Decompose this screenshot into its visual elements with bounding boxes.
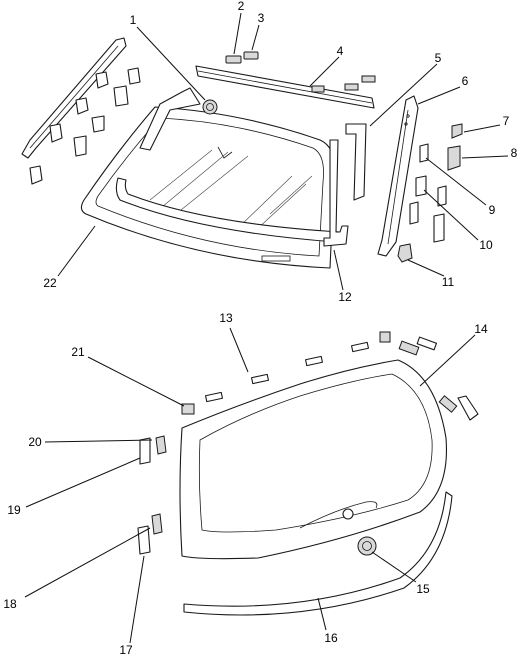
callout-labels: 1 2 3 4 5 6 7 8 9 10 11 12 13 14 15 16 1…: [3, 0, 517, 657]
callout-3: 3: [258, 11, 265, 25]
left-clip-5: [91, 115, 105, 133]
left-clip-1: [95, 71, 109, 89]
callout-18: 18: [3, 597, 17, 611]
callout-17: 17: [119, 643, 133, 657]
spacer-13-b: [251, 373, 269, 385]
spacer-13-h: [438, 395, 458, 413]
clip-9: [419, 143, 429, 163]
left-clip-8: [29, 165, 43, 185]
spacer-13-c: [305, 355, 323, 367]
roof-clip-a: [344, 83, 359, 91]
rear-window-assembly: [137, 331, 479, 616]
a-pillar-garnish-left: [21, 37, 127, 159]
spacer-13-d: [351, 341, 369, 353]
callout-7: 7: [503, 114, 510, 128]
windshield-side-moulding: [323, 139, 349, 247]
left-clip-6: [49, 123, 63, 143]
callout-16: 16: [324, 631, 338, 645]
clip-10c: [433, 213, 445, 243]
windshield-assembly: [21, 37, 463, 269]
callout-14: 14: [474, 322, 488, 336]
clip-18: [151, 513, 163, 535]
spacer-13-e: [379, 331, 391, 343]
left-upper-trim: [139, 87, 201, 151]
leader-lines: [24, 12, 509, 644]
clip-2: [225, 55, 242, 64]
left-clip-3: [75, 97, 89, 115]
wiper-grommet: [357, 536, 377, 556]
pad-21: [181, 403, 195, 415]
left-clip-7: [73, 135, 87, 157]
mirror-base: [202, 99, 218, 115]
callout-4: 4: [337, 44, 344, 58]
callout-20: 20: [28, 435, 42, 449]
rear-lower-moulding: [183, 491, 453, 616]
clip-17: [137, 525, 151, 555]
left-clip-4: [113, 85, 129, 107]
callout-12: 12: [338, 290, 352, 304]
rear-glass: [179, 359, 448, 560]
pillar-moulding-right: [345, 123, 367, 201]
clip-19: [139, 437, 151, 465]
clip-20: [155, 435, 167, 455]
spacer-13-a: [205, 391, 223, 403]
clip-7: [451, 123, 463, 139]
roof-clip-b: [361, 75, 376, 83]
callout-13: 13: [219, 311, 233, 325]
callout-9: 9: [489, 203, 496, 217]
clip-10d: [437, 185, 447, 207]
clip-3: [243, 51, 259, 60]
callout-2: 2: [238, 0, 245, 13]
clip-8: [447, 145, 461, 171]
clip-10: [415, 175, 427, 197]
clip-10b: [409, 201, 419, 225]
callout-11: 11: [442, 275, 455, 289]
wiper-hole: [342, 508, 354, 520]
spacer-13-g: [416, 336, 438, 351]
callout-5: 5: [435, 51, 442, 65]
callout-10: 10: [479, 238, 493, 252]
callout-8: 8: [511, 146, 518, 160]
callout-1: 1: [130, 13, 137, 27]
spacer-13-i: [457, 395, 479, 421]
callout-19: 19: [7, 503, 21, 517]
roof-clip-c: [311, 85, 325, 93]
callout-21: 21: [71, 345, 85, 359]
left-clip-2: [127, 67, 141, 85]
callout-15: 15: [416, 582, 430, 596]
clip-11: [397, 243, 413, 263]
callout-6: 6: [462, 74, 469, 88]
spacer-13-f: [398, 340, 420, 356]
callout-22: 22: [43, 276, 57, 290]
